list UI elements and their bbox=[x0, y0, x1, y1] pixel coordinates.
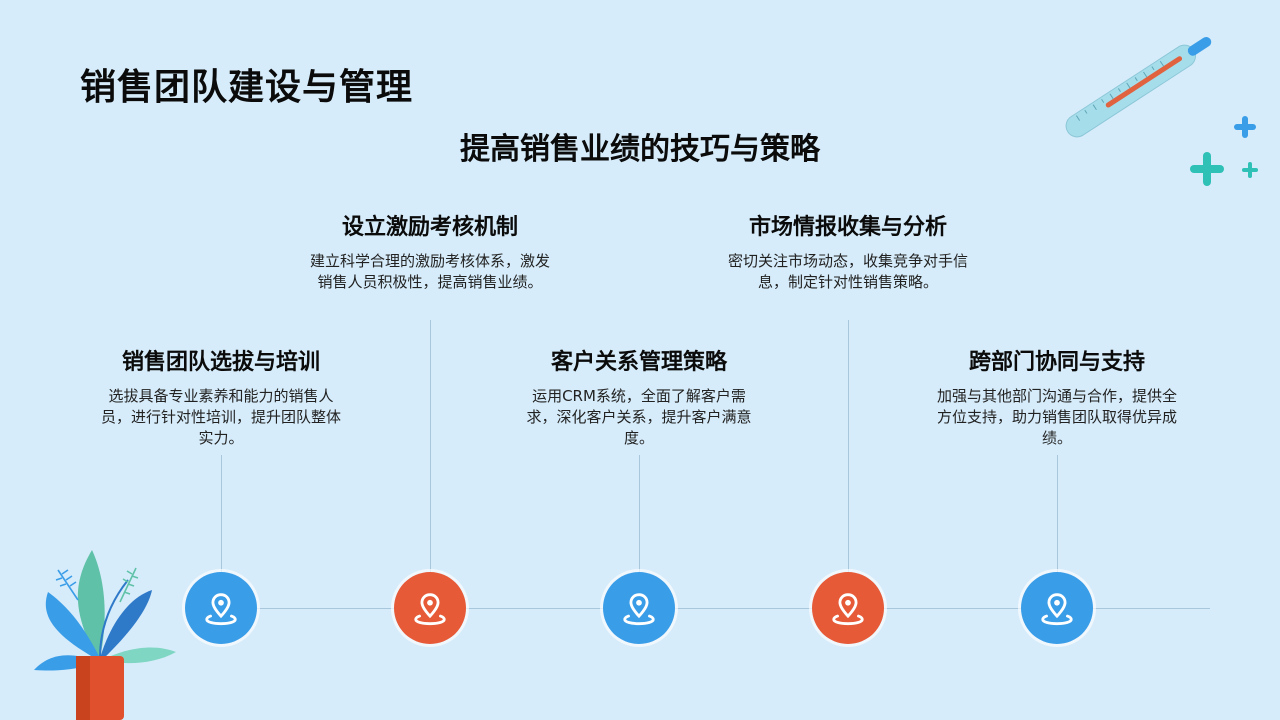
timeline-item-1: 销售团队选拔与培训 选拔具备专业素养和能力的销售人员，进行针对性培训，提升团队整… bbox=[101, 348, 341, 449]
plus-icon bbox=[1234, 116, 1256, 138]
location-pin-icon bbox=[1041, 593, 1073, 626]
timeline-marker-1 bbox=[185, 572, 257, 644]
timeline-marker-5 bbox=[1021, 572, 1093, 644]
timeline-item-2: 设立激励考核机制 建立科学合理的激励考核体系，激发销售人员积极性，提高销售业绩。 bbox=[310, 213, 550, 293]
timeline-line bbox=[220, 608, 1210, 609]
location-pin-icon bbox=[205, 593, 237, 626]
timeline-marker-2 bbox=[394, 572, 466, 644]
connector-line bbox=[221, 455, 222, 573]
timeline-item-desc: 密切关注市场动态，收集竞争对手信息，制定针对性销售策略。 bbox=[728, 252, 969, 291]
timeline-item-desc: 建立科学合理的激励考核体系，激发销售人员积极性，提高销售业绩。 bbox=[310, 252, 551, 291]
location-pin-icon bbox=[832, 593, 864, 626]
timeline-marker-3 bbox=[603, 572, 675, 644]
timeline-item-title: 销售团队选拔与培训 bbox=[121, 350, 320, 375]
thermometer-icon bbox=[1065, 36, 1212, 138]
timeline-item-title: 客户关系管理策略 bbox=[550, 350, 727, 375]
plus-icon bbox=[1190, 152, 1224, 186]
timeline-item-title: 跨部门协同与支持 bbox=[968, 350, 1145, 375]
page-title: 销售团队建设与管理 bbox=[80, 67, 414, 108]
timeline-item-desc: 加强与其他部门沟通与合作，提供全方位支持，助力销售团队取得优异成绩。 bbox=[937, 387, 1178, 447]
page-subtitle: 提高销售业绩的技巧与策略 bbox=[460, 132, 820, 167]
plus-icon bbox=[1242, 162, 1258, 178]
timeline-item-3: 客户关系管理策略 运用CRM系统，全面了解客户需求，深化客户关系，提升客户满意度… bbox=[519, 348, 759, 449]
connector-line bbox=[1057, 455, 1058, 573]
connector-line bbox=[848, 320, 849, 573]
timeline-item-5: 跨部门协同与支持 加强与其他部门沟通与合作，提供全方位支持，助力销售团队取得优异… bbox=[937, 348, 1177, 449]
location-pin-icon bbox=[623, 593, 655, 626]
timeline-marker-4 bbox=[812, 572, 884, 644]
timeline-item-title: 市场情报收集与分析 bbox=[748, 215, 947, 240]
timeline-item-desc: 运用CRM系统，全面了解客户需求，深化客户关系，提升客户满意度。 bbox=[526, 387, 752, 447]
location-pin-icon bbox=[414, 593, 446, 626]
timeline-item-desc: 选拔具备专业素养和能力的销售人员，进行针对性培训，提升团队整体实力。 bbox=[101, 387, 342, 447]
potted-plant-icon bbox=[34, 550, 176, 720]
timeline-item-4: 市场情报收集与分析 密切关注市场动态，收集竞争对手信息，制定针对性销售策略。 bbox=[728, 213, 968, 293]
timeline-item-title: 设立激励考核机制 bbox=[341, 215, 518, 240]
connector-line bbox=[430, 320, 431, 573]
connector-line bbox=[639, 455, 640, 573]
